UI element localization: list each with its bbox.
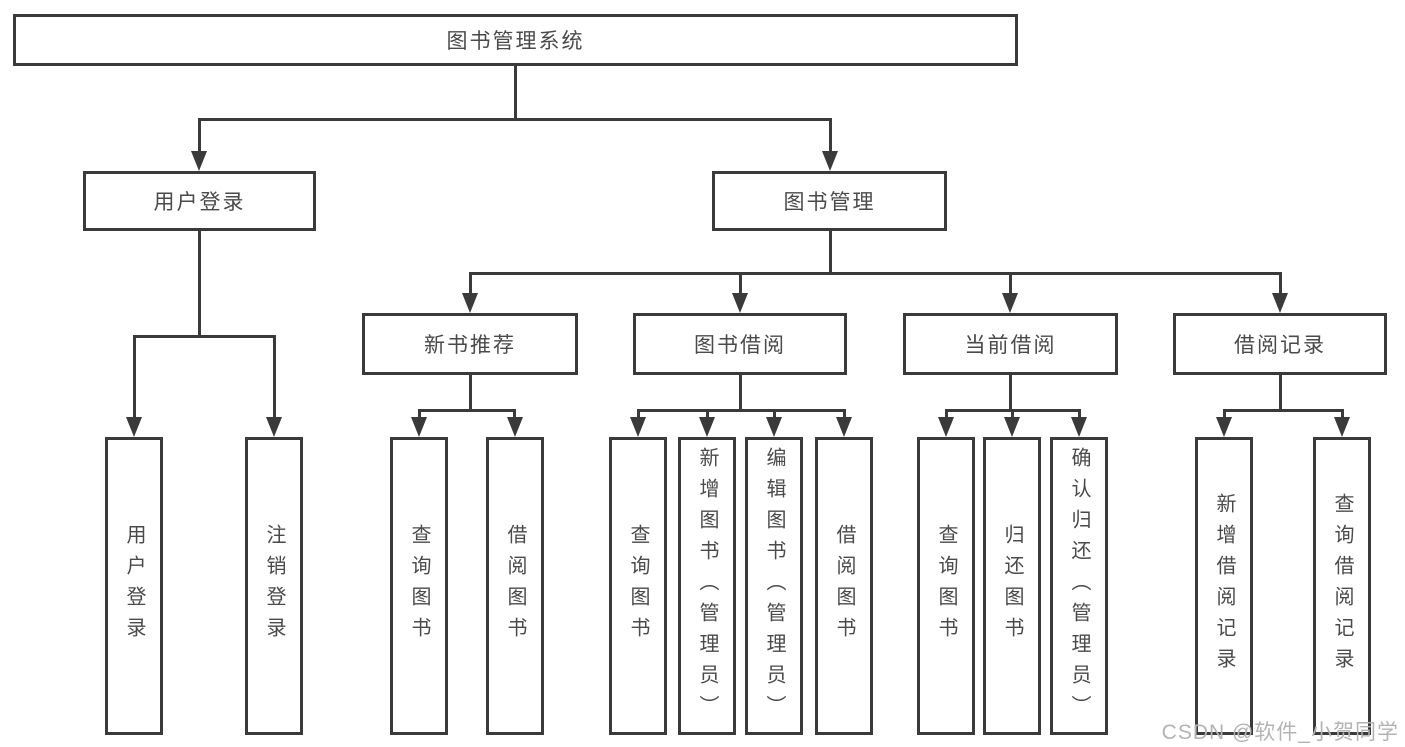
arrowhead-borrow-records	[1272, 293, 1288, 313]
leaf-user-login: 用户登录	[105, 437, 163, 735]
connector-stem-c1	[637, 409, 640, 419]
connector-book-borrow-horizontal	[637, 409, 846, 412]
leaf-borrow-books: 借阅图书	[815, 437, 873, 735]
connector-stem-leaf-logout	[273, 335, 276, 419]
leaf-confirm-return-admin: 确认归还（管理员）	[1050, 437, 1108, 735]
leaf-return-books: 归还图书	[983, 437, 1041, 735]
leaf-recommend-borrow-books-label: 借阅图书	[504, 524, 526, 648]
node-new-book-recommend-label: 新书推荐	[424, 334, 516, 357]
node-book-borrow: 图书借阅	[633, 313, 847, 375]
arrowhead-c2	[699, 417, 715, 437]
leaf-add-borrow-record-label: 新增借阅记录	[1213, 493, 1235, 679]
node-book-management: 图书管理	[712, 171, 947, 231]
leaf-borrow-query-books-label: 查询图书	[627, 524, 649, 648]
connector-root-vertical	[514, 66, 517, 119]
connector-stem-leaf-login	[133, 335, 136, 419]
arrowhead-c1	[630, 417, 646, 437]
arrowhead-new-book	[462, 293, 478, 313]
arrowhead-user-login	[191, 151, 207, 171]
node-user-login: 用户登录	[83, 171, 316, 231]
node-root-label: 图书管理系统	[446, 30, 585, 53]
arrowhead-d1	[938, 417, 954, 437]
connector-current-borrow-down	[1009, 375, 1012, 412]
leaf-edit-books-admin: 编辑图书（管理员）	[745, 437, 803, 735]
arrowhead-leaf-logout	[266, 417, 282, 437]
connector-new-book-down	[469, 375, 472, 412]
connector-new-book-horizontal	[418, 409, 516, 412]
leaf-logout-login-label: 注销登录	[263, 524, 285, 648]
connector-stem-book-borrow	[739, 272, 742, 296]
leaf-recommend-borrow-books: 借阅图书	[486, 437, 544, 735]
leaf-add-borrow-record: 新增借阅记录	[1195, 437, 1253, 735]
arrowhead-d3	[1071, 417, 1087, 437]
connector-user-login-horizontal	[133, 335, 276, 338]
leaf-borrow-books-label: 借阅图书	[833, 524, 855, 648]
node-root: 图书管理系统	[13, 14, 1018, 66]
leaf-logout-login: 注销登录	[245, 437, 303, 735]
arrowhead-book-management	[822, 151, 838, 171]
arrowhead-e2	[1334, 417, 1350, 437]
leaf-current-query-books: 查询图书	[917, 437, 975, 735]
node-current-borrow-label: 当前借阅	[964, 334, 1057, 357]
connector-main-horizontal	[198, 118, 832, 121]
leaf-recommend-query-books-label: 查询图书	[408, 524, 430, 648]
arrowhead-book-borrow	[732, 293, 748, 313]
arrowhead-current-borrow	[1002, 293, 1018, 313]
arrowhead-c3	[766, 417, 782, 437]
leaf-return-books-label: 归还图书	[1001, 524, 1023, 648]
arrowhead-b2	[507, 417, 523, 437]
connector-stem-e2	[1341, 409, 1344, 419]
leaf-add-books-admin-label: 新增图书（管理员）	[696, 446, 718, 726]
connector-book-borrow-down	[739, 375, 742, 412]
connector-stem-borrow-records	[1279, 272, 1282, 296]
node-borrow-records-label: 借阅记录	[1234, 334, 1326, 357]
connector-user-login-down	[198, 231, 201, 338]
leaf-query-borrow-record: 查询借阅记录	[1313, 437, 1371, 735]
csdn-watermark: CSDN @软件_小贺同学	[1161, 721, 1399, 744]
connector-stem-current-borrow	[1009, 272, 1012, 296]
arrowhead-c4	[836, 417, 852, 437]
arrowhead-e1	[1216, 417, 1232, 437]
leaf-current-query-books-label: 查询图书	[935, 524, 957, 648]
leaf-add-books-admin: 新增图书（管理员）	[678, 437, 736, 735]
connector-stem-c2	[706, 409, 709, 419]
connector-borrow-records-horizontal	[1223, 409, 1344, 412]
node-borrow-records: 借阅记录	[1173, 313, 1387, 375]
connector-stem-d2	[1011, 409, 1014, 419]
arrowhead-b1	[411, 417, 427, 437]
leaf-user-login-label: 用户登录	[123, 524, 145, 648]
connector-stem-b1	[418, 409, 421, 419]
connector-stem-d3	[1078, 409, 1081, 419]
leaf-recommend-query-books: 查询图书	[390, 437, 448, 735]
connector-stem-c3	[773, 409, 776, 419]
leaf-query-borrow-record-label: 查询借阅记录	[1331, 493, 1353, 679]
connector-groups-horizontal	[469, 272, 1282, 275]
connector-stem-b2	[513, 409, 516, 419]
arrowhead-leaf-login	[126, 417, 142, 437]
arrowhead-d2	[1004, 417, 1020, 437]
connector-stem-user-login	[198, 118, 201, 154]
leaf-confirm-return-admin-label: 确认归还（管理员）	[1068, 446, 1090, 726]
leaf-edit-books-admin-label: 编辑图书（管理员）	[763, 446, 785, 726]
node-book-borrow-label: 图书借阅	[694, 334, 786, 357]
connector-borrow-records-down	[1279, 375, 1282, 412]
connector-stem-new-book	[469, 272, 472, 296]
connector-stem-book-management	[829, 118, 832, 154]
leaf-borrow-query-books: 查询图书	[609, 437, 667, 735]
connector-book-management-down	[829, 231, 832, 275]
node-book-management-label: 图书管理	[783, 191, 876, 214]
connector-stem-e1	[1223, 409, 1226, 419]
node-user-login-label: 用户登录	[153, 191, 246, 214]
connector-stem-d1	[945, 409, 948, 419]
node-new-book-recommend: 新书推荐	[362, 313, 578, 375]
node-current-borrow: 当前借阅	[903, 313, 1118, 375]
connector-stem-c4	[843, 409, 846, 419]
